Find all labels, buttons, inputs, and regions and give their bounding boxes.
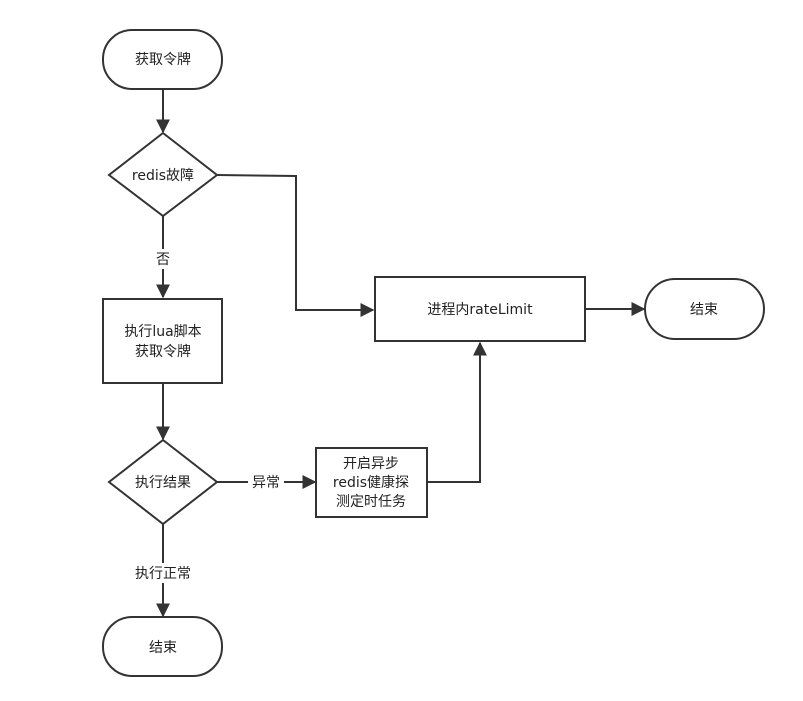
svg-text:结束: 结束 [149, 640, 177, 656]
edge-label-normal: 执行正常 [130, 563, 196, 583]
svg-text:异常: 异常 [252, 475, 280, 491]
node-async-probe[interactable]: 开启异步 redis健康探 测定时任务 [315, 447, 428, 518]
edge-redis-fault-yes-to-ratelimit [216, 174, 375, 317]
svg-text:执行结果: 执行结果 [135, 475, 191, 491]
svg-text:否: 否 [156, 252, 170, 268]
node-end-bottom[interactable]: 结束 [102, 616, 223, 677]
node-local-ratelimit[interactable]: 进程内rateLimit [374, 276, 586, 342]
svg-text:获取令牌: 获取令牌 [135, 51, 191, 68]
svg-text:进程内rateLimit: 进程内rateLimit [427, 302, 533, 318]
svg-text:redis故障: redis故障 [132, 168, 194, 184]
edge-label-abnormal: 异常 [248, 472, 284, 492]
node-get-token[interactable]: 获取令牌 [102, 29, 223, 90]
edge-async-probe-to-ratelimit [427, 341, 487, 483]
svg-text:获取令牌: 获取令牌 [135, 343, 191, 360]
svg-text:执行正常: 执行正常 [135, 566, 191, 582]
node-redis-fault[interactable]: redis故障 [107, 131, 219, 218]
svg-text:开启异步: 开启异步 [343, 456, 399, 472]
svg-text:redis健康探: redis健康探 [333, 474, 409, 491]
svg-text:执行lua脚本: 执行lua脚本 [124, 324, 201, 340]
svg-text:结束: 结束 [690, 302, 718, 318]
svg-text:测定时任务: 测定时任务 [336, 494, 406, 510]
node-exec-lua[interactable]: 执行lua脚本 获取令牌 [102, 298, 223, 384]
edge-label-no: 否 [152, 249, 174, 269]
node-end-right[interactable]: 结束 [644, 278, 765, 340]
node-exec-result[interactable]: 执行结果 [107, 438, 219, 526]
